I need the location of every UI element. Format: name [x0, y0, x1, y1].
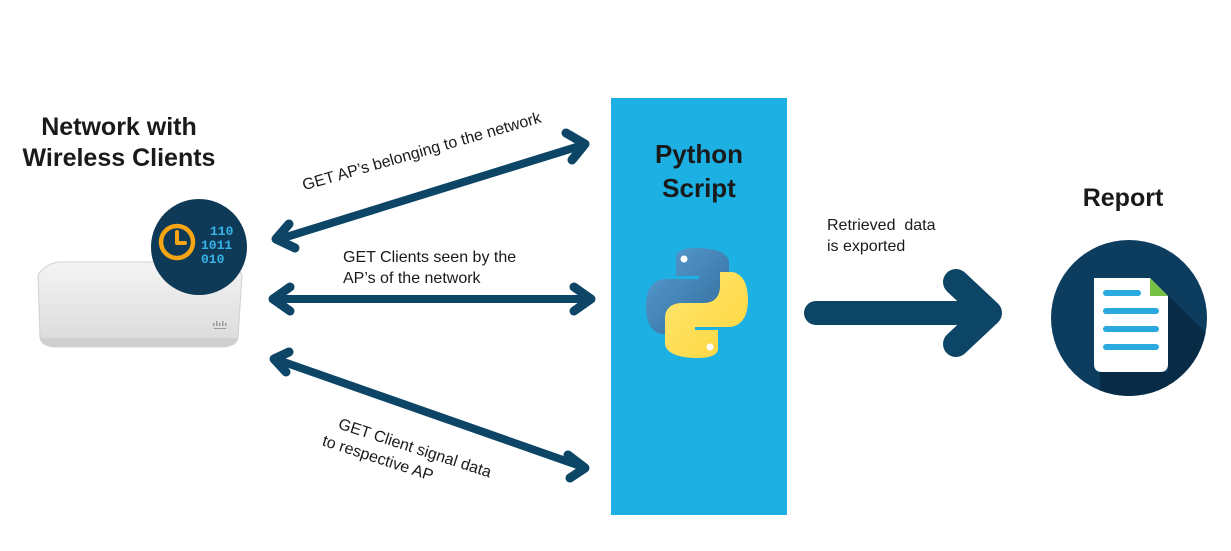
- report-title: Report: [1082, 184, 1164, 212]
- label-export: Retrieved data is exported: [827, 215, 936, 257]
- network-title: Network with Wireless Clients: [14, 112, 224, 174]
- arrow-export: [804, 269, 1002, 357]
- arrow-get-clients: [268, 282, 596, 316]
- badge-bits-3: 010: [201, 252, 225, 267]
- report-document-icon: [1051, 240, 1207, 396]
- label-export-line1: Retrieved data: [827, 217, 936, 234]
- badge-bits-1: 110: [210, 224, 234, 239]
- arrow-get-signal: [269, 347, 590, 483]
- arrow-get-aps: [271, 128, 590, 253]
- label-get-clients-line2: AP’s of the network: [343, 270, 481, 287]
- python-logo-icon: [646, 248, 748, 358]
- badge-bits-2: 1011: [201, 238, 232, 253]
- network-title-line2: Wireless Clients: [22, 144, 216, 172]
- python-script-title: Python Script: [611, 137, 787, 205]
- python-script-title-line1: Python: [654, 139, 744, 169]
- network-title-line1: Network with: [41, 113, 197, 141]
- label-get-clients: GET Clients seen by the AP’s of the netw…: [343, 247, 516, 289]
- label-export-line2: is exported: [827, 238, 906, 255]
- python-script-title-line2: Script: [662, 173, 736, 203]
- label-get-clients-line1: GET Clients seen by the: [343, 249, 517, 266]
- clock-data-badge-icon: 110 1011 010: [151, 199, 247, 295]
